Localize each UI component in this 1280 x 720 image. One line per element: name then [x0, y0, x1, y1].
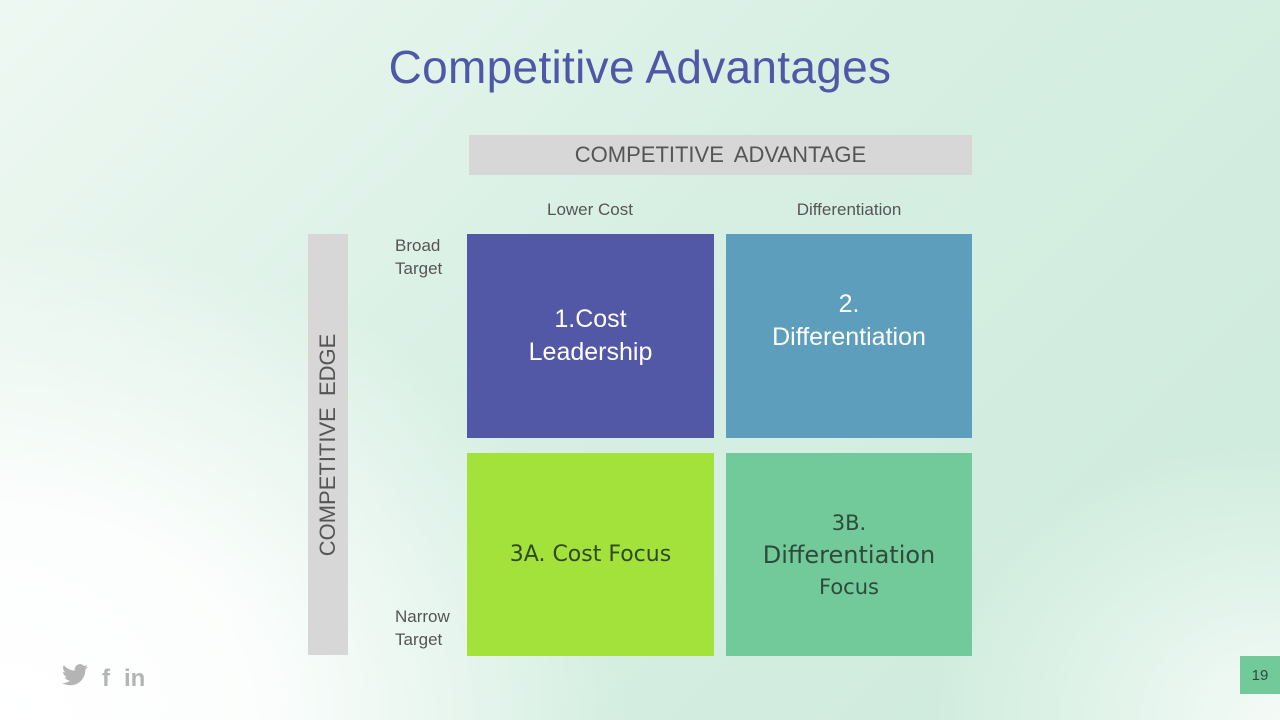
row-label-narrow-target: Narrow Target	[395, 605, 450, 651]
quadrant-cost-focus: 3A. Cost Focus	[467, 453, 714, 656]
quadrant-text: 1.Cost	[554, 305, 627, 333]
quadrant-text: 2.	[838, 290, 860, 318]
quadrant-text: Differentiation	[772, 323, 926, 351]
competitive-edge-header: COMPETITIVE EDGE	[308, 234, 348, 655]
row-label-broad-target: Broad Target	[395, 234, 442, 280]
slide-title: Competitive Advantages	[388, 41, 892, 93]
competitive-advantage-label: COMPETITIVE ADVANTAGE	[574, 142, 867, 167]
quadrant-text: 3B.	[831, 510, 867, 535]
quadrant-cost-leadership: 1.Cost Leadership	[467, 234, 714, 438]
linkedin-icon[interactable]: in	[124, 664, 146, 692]
quadrant-text: Differentiation	[762, 540, 936, 569]
quadrant-text: Focus	[819, 574, 879, 599]
facebook-icon[interactable]: f	[102, 664, 110, 692]
page-number: 19	[1240, 656, 1280, 694]
social-icons: f in	[62, 664, 145, 693]
row-label-line: Target	[395, 630, 443, 649]
twitter-icon[interactable]	[62, 664, 88, 693]
competitive-advantage-header: COMPETITIVE ADVANTAGE	[469, 135, 972, 175]
row-label-line: Target	[395, 259, 443, 278]
quadrant-text: 3A. Cost Focus	[509, 542, 672, 567]
row-label-line: Broad	[395, 236, 441, 255]
quadrant-differentiation: 2. Differentiation	[726, 234, 972, 438]
quadrant-text: Leadership	[528, 338, 653, 366]
competitive-edge-label: COMPETITIVE EDGE	[315, 333, 340, 556]
column-label-differentiation: Differentiation	[796, 200, 902, 219]
row-label-line: Narrow	[395, 607, 450, 626]
quadrant-differentiation-focus: 3B. Differentiation Focus	[726, 453, 972, 656]
column-label-lower-cost: Lower Cost	[547, 200, 633, 219]
